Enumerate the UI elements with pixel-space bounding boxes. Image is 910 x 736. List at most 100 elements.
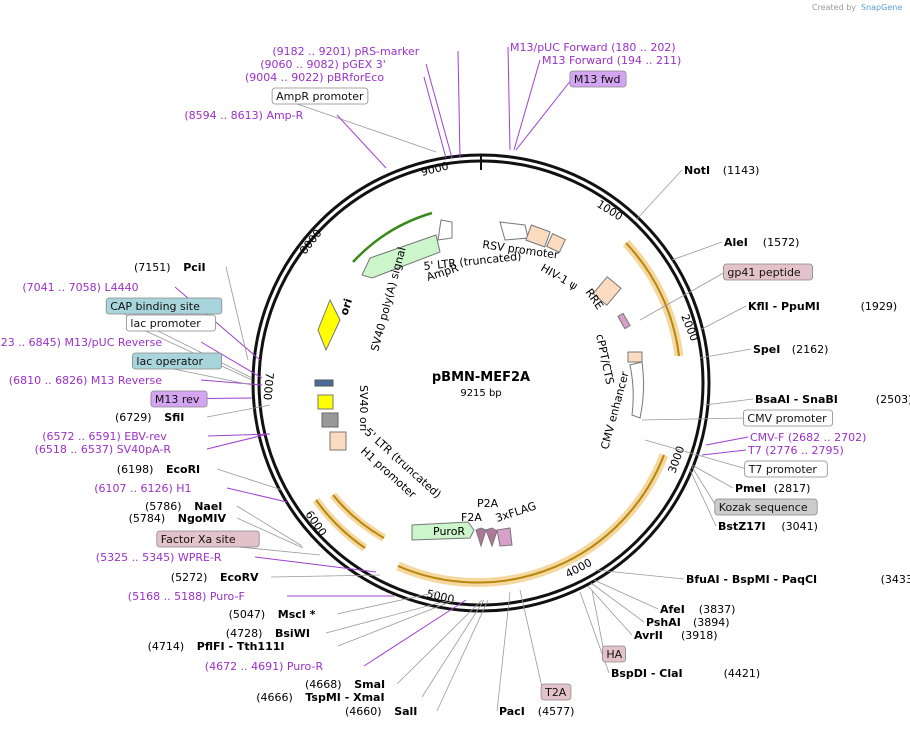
primer-label: M13/pUC Forward (180 .. 202) <box>510 41 676 54</box>
enzyme-site-label: (4577)PacI <box>499 705 574 718</box>
feature-label-text: (5168 .. 5188) Puro-F <box>128 590 245 603</box>
label-sv40-ori: SV40 ori <box>357 385 370 431</box>
site-enzyme-name: EcoRV <box>220 571 259 584</box>
feature-box-label: lac promoter <box>126 314 216 332</box>
feature-label-text: Kozak sequence <box>719 501 808 514</box>
plasmid-name: pBMN-MEF2A <box>432 370 530 385</box>
leader-line <box>515 78 573 151</box>
tick-7000: 7000 <box>261 372 276 401</box>
enzyme-site-label: (4714)PflFI - Tth111I <box>148 640 285 653</box>
feature-label-text: T2A <box>544 686 567 699</box>
enzyme-site-label: (3918)AvrII <box>634 629 718 642</box>
feature-label-text: gp41 peptide <box>727 266 801 279</box>
feature-box-label: M13 fwd <box>569 70 627 88</box>
site-position: (7151) <box>134 261 171 274</box>
leader-line <box>337 599 456 647</box>
site-enzyme-name: TspMI - XmaI <box>305 691 384 704</box>
enzyme-site-label: (5272)EcoRV <box>171 571 259 584</box>
feature-box-label: CAP binding site <box>105 297 223 315</box>
site-enzyme-name: PacI <box>499 705 525 718</box>
site-position: (1143) <box>723 164 760 177</box>
enzyme-site-label: (3433) BfuAI - BspMI - PaqCI <box>686 573 910 586</box>
site-position: (4668) <box>305 678 342 691</box>
label-3xflag: 3xFLAG <box>494 499 538 524</box>
leader-line <box>641 417 746 421</box>
label-box <box>131 352 222 370</box>
feature-label-text: (8594 .. 8613) Amp-R <box>184 109 303 122</box>
leader-line <box>639 271 726 321</box>
plasmid-length: 9215 bp <box>460 388 501 399</box>
feature-box-label: HA <box>602 645 627 663</box>
site-enzyme-name: EcoRI <box>166 463 200 476</box>
leader-line <box>421 599 485 698</box>
leader-line <box>691 464 734 489</box>
feature-label-text: lac operator <box>136 355 203 368</box>
site-enzyme-name: KflI - PpuMI <box>748 300 820 313</box>
enzyme-site-label: (2162)SpeI <box>753 343 828 356</box>
feature-label-text: (6823 .. 6845) M13/pUC Reverse <box>0 336 162 349</box>
label-box <box>723 263 814 281</box>
site-position: (3433) <box>881 573 910 586</box>
enzyme-site-label: (6729)SfiI <box>115 411 184 424</box>
feature-label-text: Factor Xa site <box>161 533 236 546</box>
site-enzyme-name: BfuAI - BspMI - PaqCI <box>686 573 817 586</box>
enzyme-site-label: (4728)BsiWI <box>226 627 310 640</box>
leader-line <box>270 574 381 578</box>
site-position: (5786) <box>145 500 182 513</box>
outer-labels: (9182 .. 9201) pRS-marker(9060 .. 9082) … <box>0 41 910 718</box>
enzyme-site-label: (2817) PmeI <box>735 482 810 495</box>
leader-line <box>644 439 747 470</box>
site-enzyme-name: MscI * <box>278 608 316 621</box>
credit-prefix: Created by <box>812 3 856 12</box>
site-position: (2503) <box>876 393 910 406</box>
site-position: (3918) <box>681 629 718 642</box>
leader-line <box>436 599 489 712</box>
feature-label-text: M13 Forward (194 .. 211) <box>542 54 681 67</box>
label-box <box>271 87 369 105</box>
primer-label: (4672 .. 4691) Puro-R <box>205 660 324 673</box>
leader-line <box>236 505 303 547</box>
primer-label: (9004 .. 9022) pBRforEco <box>245 71 384 84</box>
site-enzyme-name: SfiI <box>164 411 184 424</box>
feature-box-label: gp41 peptide <box>723 263 814 281</box>
primer-label: CMV-F (2682 .. 2702) <box>750 431 866 444</box>
label-p2a: P2A <box>477 497 499 510</box>
feature-box-label: T2A <box>540 683 572 701</box>
feature-box-label: Factor Xa site <box>156 530 260 548</box>
primer-label: (6518 .. 6537) SV40pA-R <box>35 443 172 456</box>
label-box <box>714 498 818 516</box>
label-box <box>602 645 627 663</box>
feature-label-text: (4672 .. 4691) Puro-R <box>205 660 324 673</box>
primer-label: (5168 .. 5188) Puro-F <box>128 590 245 603</box>
label-box <box>156 530 260 548</box>
leader-line <box>699 305 747 331</box>
enzyme-site-label: (1929)KflI - PpuMI <box>748 300 897 313</box>
feature-label-text: CMV promoter <box>747 412 827 425</box>
feature-box-label: T7 promoter <box>744 460 828 478</box>
leader-line <box>226 487 288 503</box>
label-cppt-cts: cPPT/CTS <box>593 333 616 386</box>
feature-label-text: CAP binding site <box>110 300 200 313</box>
leader-line <box>704 398 754 406</box>
site-enzyme-name: BspDI - ClaI <box>611 667 683 680</box>
site-position: (3894) <box>693 616 730 629</box>
leader-line <box>691 466 718 508</box>
label-box <box>569 70 627 88</box>
site-enzyme-name: AleI <box>724 236 748 249</box>
leader-line <box>207 433 271 437</box>
feature-shapes <box>314 219 645 548</box>
site-enzyme-name: SpeI <box>753 343 780 356</box>
site-position: (3837) <box>699 603 736 616</box>
site-position: (2817) <box>774 482 811 495</box>
leader-line <box>593 579 659 610</box>
leader-line <box>457 50 461 159</box>
site-enzyme-name: NaeI <box>194 500 222 513</box>
leader-line <box>254 556 377 573</box>
site-enzyme-name: PmeI <box>735 482 766 495</box>
site-enzyme-name: BsiWI <box>275 627 310 640</box>
leader-line <box>591 589 605 655</box>
leader-line <box>689 469 717 527</box>
label-box <box>105 297 223 315</box>
label-box <box>540 683 572 701</box>
